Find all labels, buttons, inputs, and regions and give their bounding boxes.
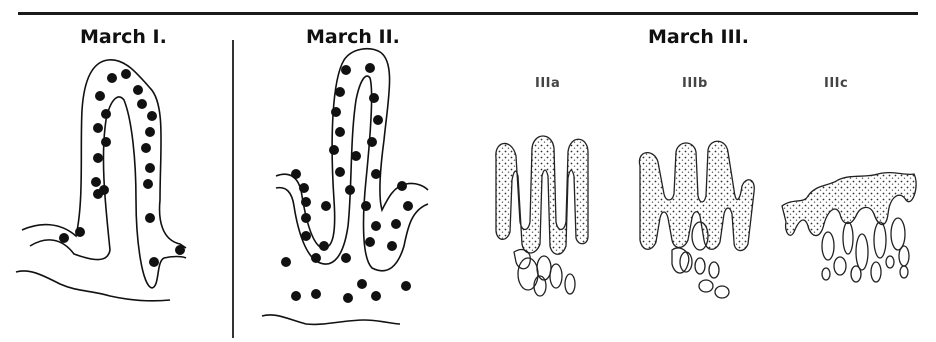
march-3b-mucosa [639,141,754,298]
march-3a-mucosa [496,136,588,296]
march-3c-mucosa [782,173,916,282]
